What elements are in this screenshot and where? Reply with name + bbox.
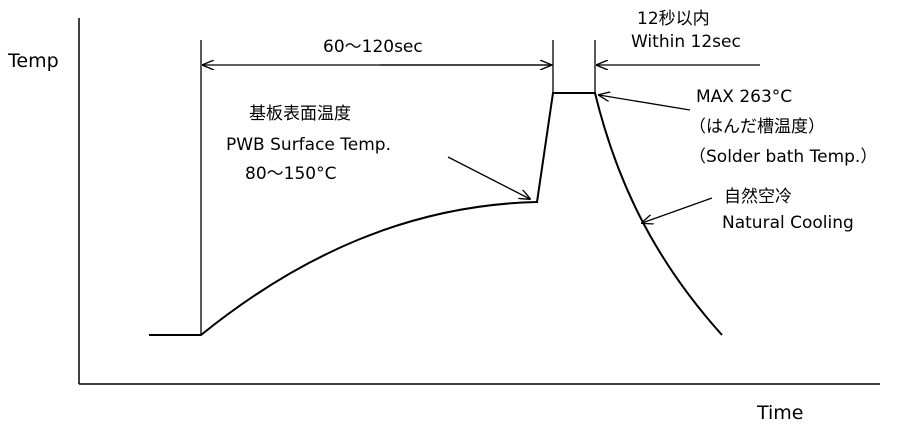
peak-time-label-ja: 12秒以内 <box>637 9 710 29</box>
pwb-temp-range-label: 80～150°C <box>245 164 337 184</box>
cooling-label-en: Natural Cooling <box>722 213 854 233</box>
solder-bath-label-ja: （はんだ槽温度） <box>689 117 825 137</box>
x-axis-label: Time <box>757 402 804 424</box>
cooling-pointer-arrow <box>642 197 713 223</box>
cooling-label-ja: 自然空冷 <box>724 187 792 207</box>
pwb-temp-label-en: PWB Surface Temp. <box>226 135 392 155</box>
y-axis-label: Temp <box>8 50 59 72</box>
preheat-duration-label: 60～120sec <box>323 37 423 57</box>
max-temp-pointer-arrow <box>599 95 691 111</box>
temperature-profile-curve <box>149 92 723 336</box>
pwb-temp-label-ja: 基板表面温度 <box>249 104 351 124</box>
max-temp-label: MAX 263°C <box>696 87 793 107</box>
solder-bath-label-en: （Solder bath Temp.） <box>689 147 878 167</box>
pwb-temp-pointer-arrow <box>447 156 530 199</box>
peak-time-label-en: Within 12sec <box>631 32 741 52</box>
